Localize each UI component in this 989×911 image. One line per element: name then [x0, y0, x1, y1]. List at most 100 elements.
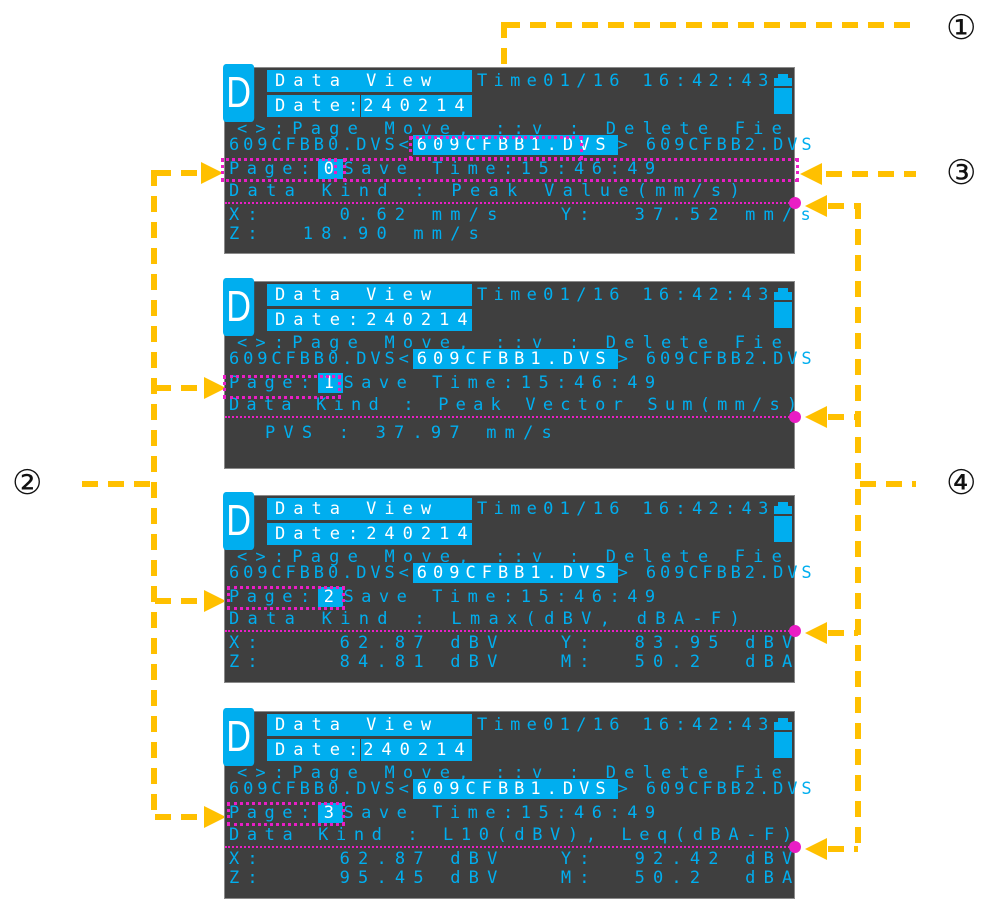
callout-2-arrow-2-icon	[204, 590, 226, 612]
key-help-text: <>:Page Move, ::v : Delete Fie	[237, 119, 791, 139]
page-highlight	[227, 586, 345, 610]
marker-1: ①	[946, 8, 977, 48]
reading-row-1: X: 0.62 mm/s Y: 37.52 mm/s	[229, 205, 819, 225]
page-number[interactable]: 3	[317, 803, 344, 823]
data-view-screen-page-1: D Data View Date:240214 Time01/16 16:42:…	[223, 278, 812, 469]
divider-end-dot	[789, 197, 801, 209]
divider-end-dot	[789, 841, 801, 853]
callout-4-bracket	[855, 203, 861, 851]
callout-4-branch-3	[828, 846, 858, 852]
reading-row-2: Z: 95.45 dBV M: 50.2 dBA	[229, 868, 801, 888]
page-number[interactable]: 0	[317, 159, 344, 179]
date-separator	[360, 739, 362, 761]
data-view-screen-page-3: D Data View Date:240214 Time01/16 16:42:…	[223, 708, 812, 899]
marker-2: ②	[12, 463, 43, 503]
date-label: Date:	[275, 310, 367, 330]
callout-2-arrow-1-icon	[204, 377, 226, 399]
save-time: Save Time:15:46:49	[343, 803, 663, 823]
screen-title: Data View	[267, 284, 472, 306]
reading-row-1: X: 62.87 dBV Y: 92.42 dBV	[229, 849, 801, 869]
marker-4: ④	[946, 463, 977, 503]
date-label: Date:	[275, 740, 367, 760]
save-time: Save Time:15:46:49	[343, 373, 663, 393]
current-file-highlight	[409, 136, 583, 160]
date-value: 240214	[363, 96, 472, 116]
prev-file[interactable]: 609CFBB0.DVS<	[229, 563, 413, 583]
callout-4-branch-0	[828, 203, 858, 209]
reading-row-1: X: 62.87 dBV Y: 83.95 dBV	[229, 633, 801, 653]
page-number[interactable]: 2	[317, 587, 344, 607]
callout-3-line	[826, 171, 916, 177]
save-time: Save Time:15:46:49	[343, 159, 663, 179]
callout-4-stem	[860, 481, 916, 487]
clock-time: Time01/16 16:42:43	[477, 499, 775, 519]
callout-2-stem	[82, 481, 152, 487]
date-label: Date:	[275, 96, 367, 116]
file-navigator[interactable]: 609CFBB0.DVS<609CFBB1.DVS> 609CFBB2.DVS	[229, 135, 816, 155]
current-file[interactable]: 609CFBB1.DVS	[412, 349, 618, 369]
next-file[interactable]: > 609CFBB2.DVS	[617, 779, 816, 799]
reading-row-2: Z: 18.90 mm/s	[229, 224, 488, 244]
data-kind: Data Kind : Peak Vector Sum(mm/s)	[229, 395, 805, 415]
callout-4-arrow-2-icon	[805, 622, 827, 644]
save-time-highlight	[343, 158, 799, 182]
data-kind: Data Kind : Lmax(dBV, dBA-F)	[229, 609, 748, 629]
data-view-screen-page-2: D Data View Date:240214 Time01/16 16:42:…	[223, 492, 812, 683]
callout-2-bracket	[151, 170, 157, 820]
page-highlight	[221, 158, 337, 182]
data-kind-divider	[225, 630, 794, 632]
divider-end-dot	[789, 411, 801, 423]
data-kind-divider	[225, 846, 794, 848]
prev-file[interactable]: 609CFBB0.DVS<	[229, 349, 413, 369]
callout-4-arrow-0-icon	[805, 195, 827, 217]
current-file[interactable]: 609CFBB1.DVS	[412, 563, 618, 583]
data-kind-divider	[225, 416, 794, 418]
data-kind: Data Kind : Peak Value(mm/s)	[229, 181, 748, 201]
file-navigator[interactable]: 609CFBB0.DVS<609CFBB1.DVS> 609CFBB2.DVS	[229, 779, 816, 799]
marker-3: ③	[946, 153, 977, 193]
next-file[interactable]: > 609CFBB2.DVS	[617, 563, 816, 583]
file-navigator[interactable]: 609CFBB0.DVS<609CFBB1.DVS> 609CFBB2.DVS	[229, 349, 816, 369]
key-help-text: <>:Page Move, ::v : Delete Fie	[237, 333, 791, 353]
page-label: Page:	[229, 159, 318, 179]
battery-icon	[774, 718, 792, 758]
callout-2-branch-3	[155, 814, 203, 820]
clock-time: Time01/16 16:42:43	[477, 285, 775, 305]
callout-4-branch-1	[828, 414, 858, 420]
screen-title: Data View	[267, 498, 472, 520]
date-field: Date:240214	[267, 309, 472, 331]
save-time: Save Time:15:46:49	[343, 587, 663, 607]
date-value: 240214	[366, 310, 472, 330]
callout-2-arrow-3-icon	[204, 806, 226, 828]
screen-title: Data View	[267, 70, 472, 92]
current-file[interactable]: 609CFBB1.DVS	[412, 779, 618, 799]
screen-title: Data View	[267, 714, 472, 736]
callout-1-line-h	[504, 22, 916, 28]
date-field: Date:240214	[267, 95, 472, 117]
battery-icon	[774, 502, 792, 542]
prev-file[interactable]: 609CFBB0.DVS<	[229, 135, 413, 155]
date-label: Date:	[275, 524, 367, 544]
page-label: Page:	[229, 803, 318, 823]
next-file[interactable]: > 609CFBB2.DVS	[617, 349, 816, 369]
callout-4-arrow-1-icon	[805, 406, 827, 428]
file-navigator[interactable]: 609CFBB0.DVS<609CFBB1.DVS> 609CFBB2.DVS	[229, 563, 816, 583]
prev-file[interactable]: 609CFBB0.DVS<	[229, 779, 413, 799]
data-mode-logo: D	[223, 278, 255, 336]
callout-2-branch-1	[155, 385, 203, 391]
date-separator	[360, 95, 362, 117]
page-number[interactable]: 1	[317, 373, 344, 393]
date-field: Date:240214	[267, 739, 472, 761]
divider-end-dot	[789, 625, 801, 637]
page-highlight	[227, 802, 345, 826]
callout-3-arrow-icon	[800, 163, 822, 185]
key-help-text: <>:Page Move, ::v : Delete Fie	[237, 763, 791, 783]
reading-row-2: Z: 84.81 dBV M: 50.2 dBA	[229, 652, 801, 672]
next-file[interactable]: > 609CFBB2.DVS	[617, 135, 816, 155]
date-field: Date:240214	[267, 523, 472, 545]
current-file[interactable]: 609CFBB1.DVS	[412, 135, 618, 155]
